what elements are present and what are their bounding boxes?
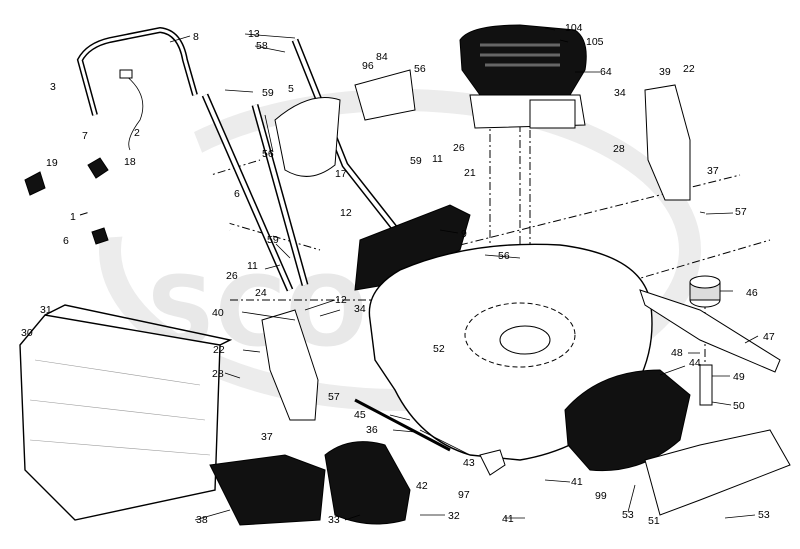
callout-13: 13 bbox=[248, 28, 260, 40]
callout-45: 45 bbox=[354, 409, 366, 421]
upper-bracket bbox=[354, 69, 416, 121]
callout-1: 1 bbox=[70, 211, 76, 223]
callout-5: 5 bbox=[288, 83, 294, 95]
callout-57a: 57 bbox=[735, 206, 747, 218]
callout-53b: 53 bbox=[758, 509, 770, 521]
callout-59b: 59 bbox=[410, 155, 422, 167]
callout-7: 7 bbox=[82, 130, 88, 142]
callout-21: 21 bbox=[464, 167, 476, 179]
callout-22b: 22 bbox=[213, 344, 225, 356]
callout-3: 3 bbox=[50, 81, 56, 93]
handle-knobs bbox=[24, 157, 109, 245]
callout-58: 58 bbox=[256, 40, 268, 52]
callout-24: 24 bbox=[255, 287, 267, 299]
callout-19: 19 bbox=[46, 157, 58, 169]
callout-32: 32 bbox=[448, 510, 460, 522]
callout-46: 46 bbox=[746, 287, 758, 299]
callout-12b: 12 bbox=[335, 294, 347, 306]
callout-50: 50 bbox=[733, 400, 745, 412]
callout-26b: 26 bbox=[226, 270, 238, 282]
callout-99: 99 bbox=[595, 490, 607, 502]
callout-11a: 11 bbox=[247, 260, 258, 272]
callout-8: 8 bbox=[193, 31, 199, 43]
callout-56a: 56 bbox=[414, 63, 426, 75]
callout-56b: 56 bbox=[262, 148, 274, 160]
callout-43: 43 bbox=[463, 457, 475, 469]
upper-handle bbox=[201, 38, 403, 292]
callout-64: 64 bbox=[600, 66, 612, 78]
rear-axle bbox=[354, 398, 451, 452]
callout-52: 52 bbox=[433, 343, 445, 355]
blade bbox=[639, 289, 781, 373]
callout-labels: 1 2 3 5 6 6 7 8 9 11 11 12 12 13 17 18 1… bbox=[21, 22, 775, 527]
callout-39: 39 bbox=[659, 66, 671, 78]
callout-104: 104 bbox=[565, 22, 583, 34]
rear-door-bracket bbox=[644, 84, 691, 201]
callout-33: 33 bbox=[328, 514, 340, 526]
callout-48: 48 bbox=[671, 347, 683, 359]
left-bracket bbox=[261, 309, 319, 421]
callout-34b: 34 bbox=[354, 303, 366, 315]
callout-56c: 56 bbox=[498, 250, 510, 262]
callout-34a: 34 bbox=[614, 87, 626, 99]
callout-40: 40 bbox=[212, 307, 224, 319]
engine bbox=[459, 24, 587, 129]
callout-6b: 6 bbox=[63, 235, 69, 247]
grass-bag bbox=[19, 304, 233, 521]
callout-42: 42 bbox=[416, 480, 428, 492]
callout-9: 9 bbox=[461, 228, 467, 240]
callout-97: 97 bbox=[458, 489, 470, 501]
callout-41a: 41 bbox=[571, 476, 583, 488]
callout-49: 49 bbox=[733, 371, 745, 383]
callout-17: 17 bbox=[335, 168, 347, 180]
mulch-cover bbox=[644, 429, 791, 516]
blade-adapter bbox=[689, 275, 721, 406]
callout-96: 96 bbox=[362, 60, 374, 72]
control-bar bbox=[76, 26, 198, 116]
bracket-97 bbox=[479, 449, 506, 476]
callout-11b: 11 bbox=[432, 153, 443, 165]
callout-59c: 59 bbox=[267, 234, 279, 246]
handle-shield bbox=[274, 97, 341, 177]
callout-84: 84 bbox=[376, 51, 388, 63]
callout-36: 36 bbox=[366, 424, 378, 436]
callout-53a: 53 bbox=[622, 509, 634, 521]
callout-26a: 26 bbox=[453, 142, 465, 154]
callout-59a: 59 bbox=[262, 87, 274, 99]
callout-47: 47 bbox=[763, 331, 775, 343]
callout-31: 31 bbox=[40, 304, 52, 316]
callout-12a: 12 bbox=[340, 207, 352, 219]
rear-deflector bbox=[324, 441, 411, 525]
callout-41b: 41 bbox=[502, 513, 514, 525]
callout-28b: 28 bbox=[212, 368, 224, 380]
callout-37a: 37 bbox=[707, 165, 719, 177]
callout-6a: 6 bbox=[234, 188, 240, 200]
callout-2: 2 bbox=[134, 127, 140, 139]
callout-30: 30 bbox=[21, 327, 33, 339]
callout-37b: 37 bbox=[261, 431, 273, 443]
callout-51: 51 bbox=[648, 515, 660, 527]
callout-57b: 57 bbox=[328, 391, 340, 403]
side-discharge-chute bbox=[354, 204, 471, 291]
callout-28a: 28 bbox=[613, 143, 625, 155]
rear-flap bbox=[209, 454, 326, 526]
callout-18: 18 bbox=[124, 156, 136, 168]
callout-22a: 22 bbox=[683, 63, 695, 75]
callout-38: 38 bbox=[196, 514, 208, 526]
throttle-cable bbox=[119, 69, 144, 151]
leader-lines bbox=[169, 27, 759, 521]
callout-44: 44 bbox=[689, 357, 701, 369]
callout-105: 105 bbox=[586, 36, 604, 48]
mulch-plug bbox=[564, 369, 691, 472]
